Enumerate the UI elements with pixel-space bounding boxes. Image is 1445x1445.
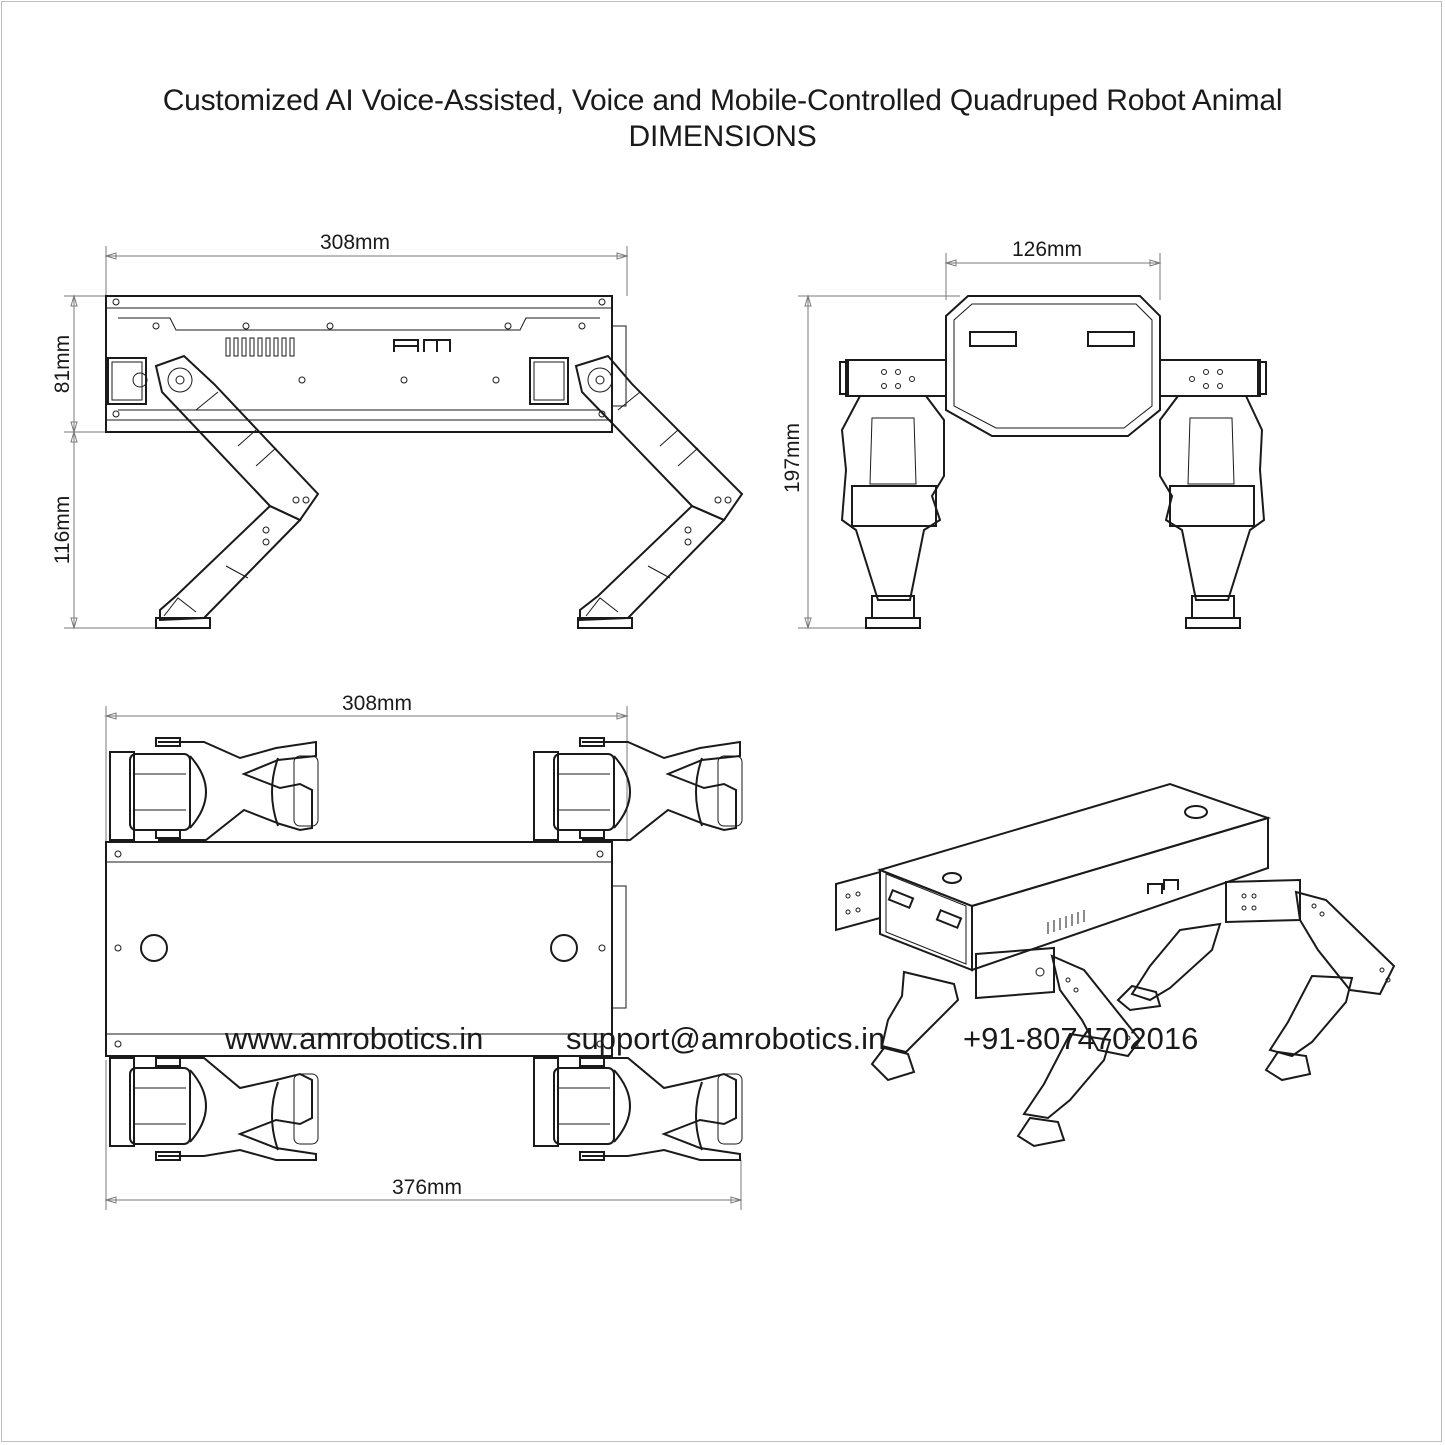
side-length-label: 308mm [320, 231, 391, 254]
footer-website-text: www.amrobotics.in [225, 1021, 484, 1056]
front-width-label: 126mm [1012, 238, 1083, 261]
leg-top-front-left [533, 737, 743, 841]
footer-email-text: support@amrobotics.in [566, 1021, 886, 1056]
footer-email[interactable]: support@amrobotics.in [566, 1021, 885, 1057]
front-view [798, 253, 1267, 630]
footer-website[interactable]: www.amrobotics.in [225, 1021, 483, 1057]
footer-phone-text: +91-8074702016 [963, 1021, 1199, 1056]
top-body-length-label: 308mm [342, 692, 413, 715]
leg-top-rear-right [109, 1057, 319, 1161]
side-view [64, 246, 744, 630]
side-leg-height-label: 116mm [51, 495, 74, 565]
isometric-view [835, 782, 1396, 1148]
page-subtitle: DIMENSIONS [628, 120, 817, 153]
page-title: Customized AI Voice-Assisted, Voice and … [162, 84, 1283, 117]
front-height-label: 197mm [781, 422, 804, 494]
top-total-length-label: 376mm [392, 1176, 463, 1199]
side-body-height-label: 81mm [51, 334, 74, 394]
leg-top-front-right [533, 1057, 743, 1161]
leg-top-rear-left [109, 737, 319, 841]
top-view [104, 706, 743, 1210]
footer-phone[interactable]: +91-8074702016 [963, 1021, 1198, 1057]
